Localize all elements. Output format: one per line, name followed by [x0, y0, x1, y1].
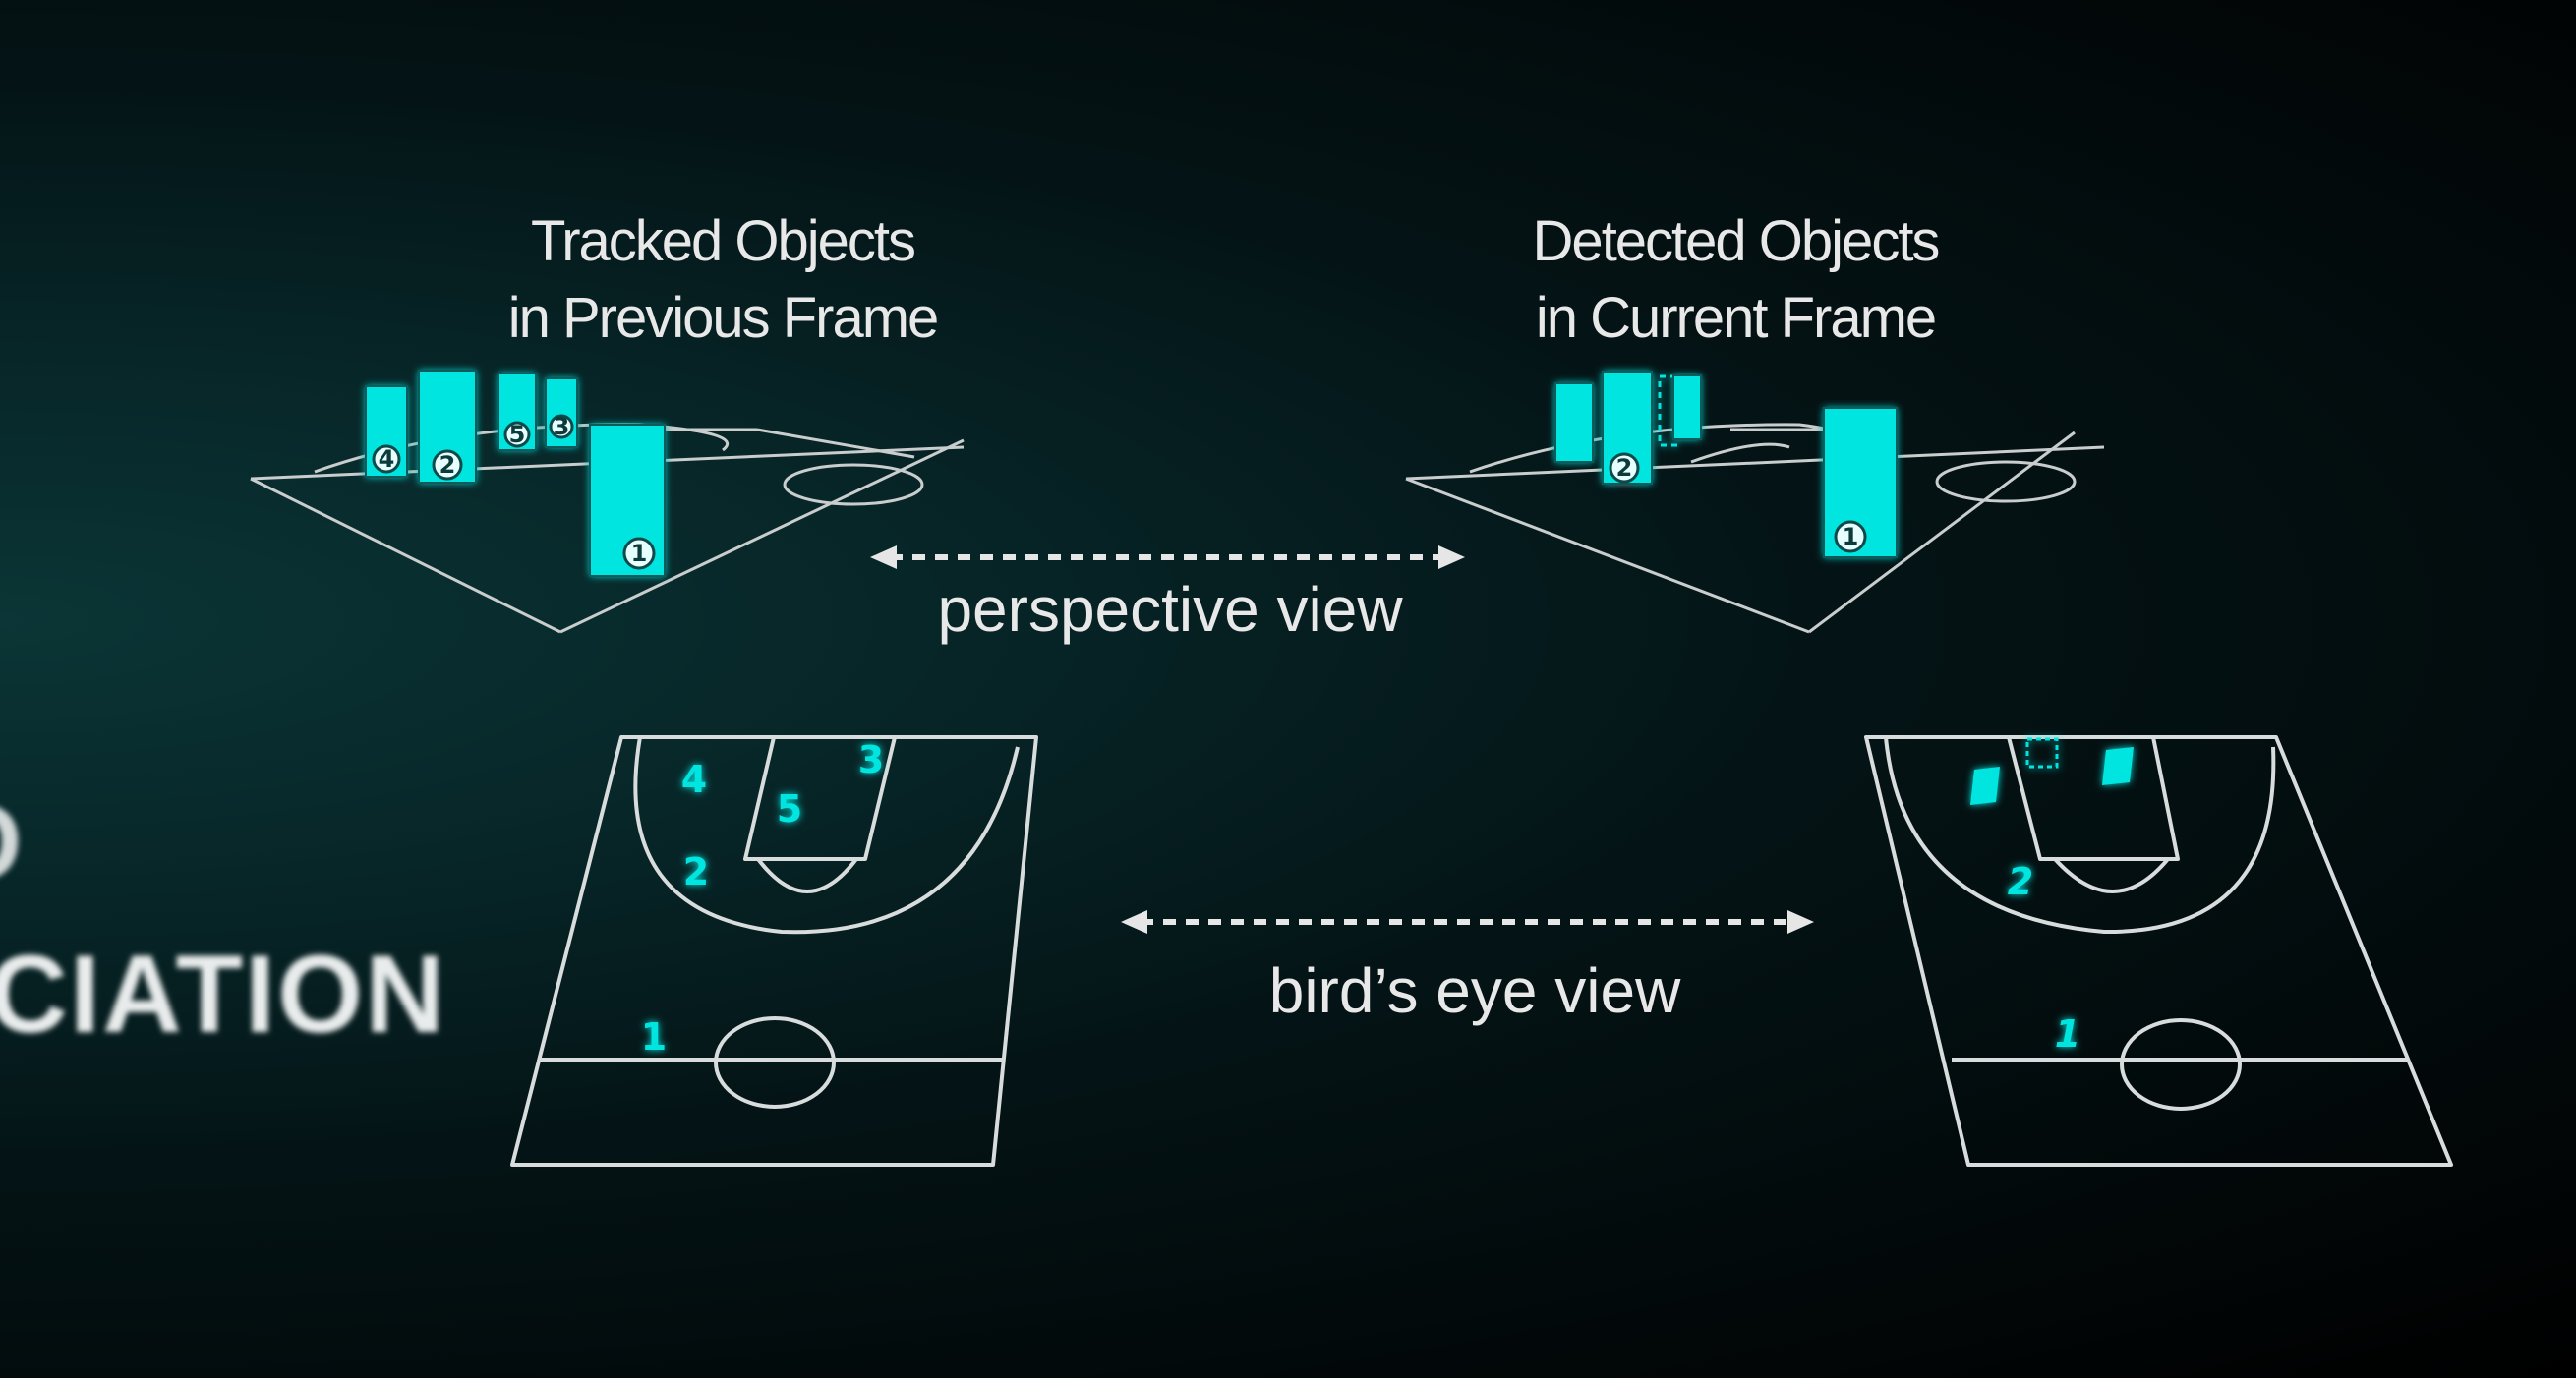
- birdseye-view-arrow: [1121, 910, 1814, 934]
- tracked-player-4: 4: [365, 385, 408, 478]
- left-birdseye-players: 4 3 5 2 1: [641, 738, 884, 1059]
- bev-left-player-3: 3: [858, 738, 884, 781]
- detected-player-right: [1672, 374, 1702, 440]
- right-birdseye-court: [1864, 735, 2453, 1167]
- left-title-line2: in Previous Frame: [508, 286, 938, 350]
- bev-left-player-1: 1: [641, 1015, 667, 1059]
- tracked-player-4-number: 4: [379, 445, 395, 473]
- bev-right-player-left: [1970, 767, 2000, 805]
- detected-player-left: [1554, 382, 1594, 463]
- bev-right-player-right: [2102, 747, 2134, 785]
- detected-player-2: 2: [1602, 371, 1653, 485]
- tracked-player-2-number: 2: [439, 451, 456, 479]
- tracked-player-1: 1: [589, 424, 666, 577]
- tracked-player-1-number: 1: [631, 540, 648, 567]
- right-title: Detected Objects in Current Frame: [1533, 209, 1941, 350]
- detected-players: 2 1: [1554, 371, 1898, 558]
- right-perspective-court: [1405, 423, 2105, 634]
- tracked-player-5: 5: [498, 373, 537, 451]
- detected-player-2-number: 2: [1616, 454, 1633, 482]
- left-title: Tracked Objects in Previous Frame: [508, 209, 940, 350]
- detected-player-1-number: 1: [1843, 523, 1859, 550]
- side-title-fragment: D: [0, 780, 25, 903]
- right-title-line2: in Current Frame: [1536, 286, 1935, 350]
- bev-left-player-4: 4: [681, 758, 707, 801]
- right-title-line1: Detected Objects: [1533, 209, 1939, 273]
- bev-right-player-2: 2: [2008, 860, 2033, 903]
- left-birdseye-court: [510, 735, 1038, 1167]
- bev-left-player-5: 5: [777, 787, 802, 831]
- tracked-player-3: 3: [545, 377, 578, 448]
- detected-player-1: 1: [1823, 407, 1898, 558]
- tracked-player-3-number: 3: [554, 413, 570, 440]
- tracked-players: 4 2 5 3 1: [365, 370, 666, 577]
- perspective-view-arrow: [870, 545, 1465, 569]
- bev-left-player-2: 2: [683, 850, 709, 893]
- right-birdseye-players: 2 1: [1970, 737, 2134, 1056]
- left-title-line1: Tracked Objects: [531, 209, 914, 273]
- perspective-view-label: perspective view: [937, 574, 1403, 645]
- tracked-player-2: 2: [418, 370, 477, 484]
- bev-right-missing-marker: [2025, 737, 2059, 769]
- tracked-player-5-number: 5: [509, 421, 526, 448]
- birdseye-view-label: bird’s eye view: [1269, 955, 1681, 1026]
- bev-right-player-1: 1: [2055, 1012, 2080, 1056]
- side-title: CIATION: [0, 933, 446, 1056]
